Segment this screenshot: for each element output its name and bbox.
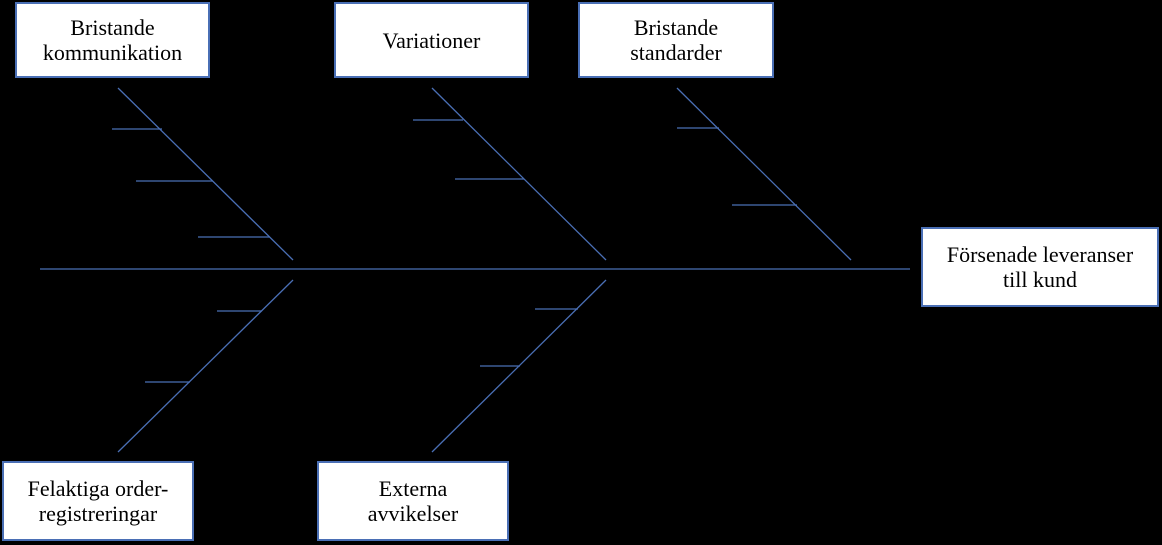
- cause-box-bristande-kommunikation: Bristande kommunikation: [15, 2, 210, 78]
- effect-label-line: Försenade leveranser: [946, 242, 1134, 267]
- cause-label-line: avvikelser: [367, 501, 459, 526]
- effect-box: Försenade leveranser till kund: [921, 227, 1159, 307]
- effect-label-line: till kund: [1003, 267, 1077, 292]
- cause-label-line: kommunikation: [42, 40, 183, 65]
- cause-label-line: registreringar: [38, 501, 158, 526]
- cause-box-externa-avvikelser: Externa avvikelser: [317, 461, 509, 541]
- cause-label-line: Felaktiga order-: [27, 476, 169, 501]
- cause-label-line: Bristande: [70, 15, 155, 40]
- cause-box-bristande-standarder: Bristande standarder: [578, 2, 774, 78]
- cause-label-line: Bristande: [633, 15, 719, 40]
- bone-variationer: [431, 87, 607, 261]
- cause-box-felaktiga-orderregistreringar: Felaktiga order- registreringar: [2, 461, 194, 541]
- cause-label-line: Externa: [378, 476, 448, 501]
- cause-label-line: Variationer: [382, 27, 481, 53]
- bone-bristande-standarder: [676, 87, 852, 261]
- bone-felaktiga-orderregistreringar: [117, 279, 294, 453]
- bone-bristande-kommunikation: [117, 87, 294, 261]
- cause-label-line: standarder: [630, 40, 722, 65]
- cause-box-variationer: Variationer: [334, 2, 529, 78]
